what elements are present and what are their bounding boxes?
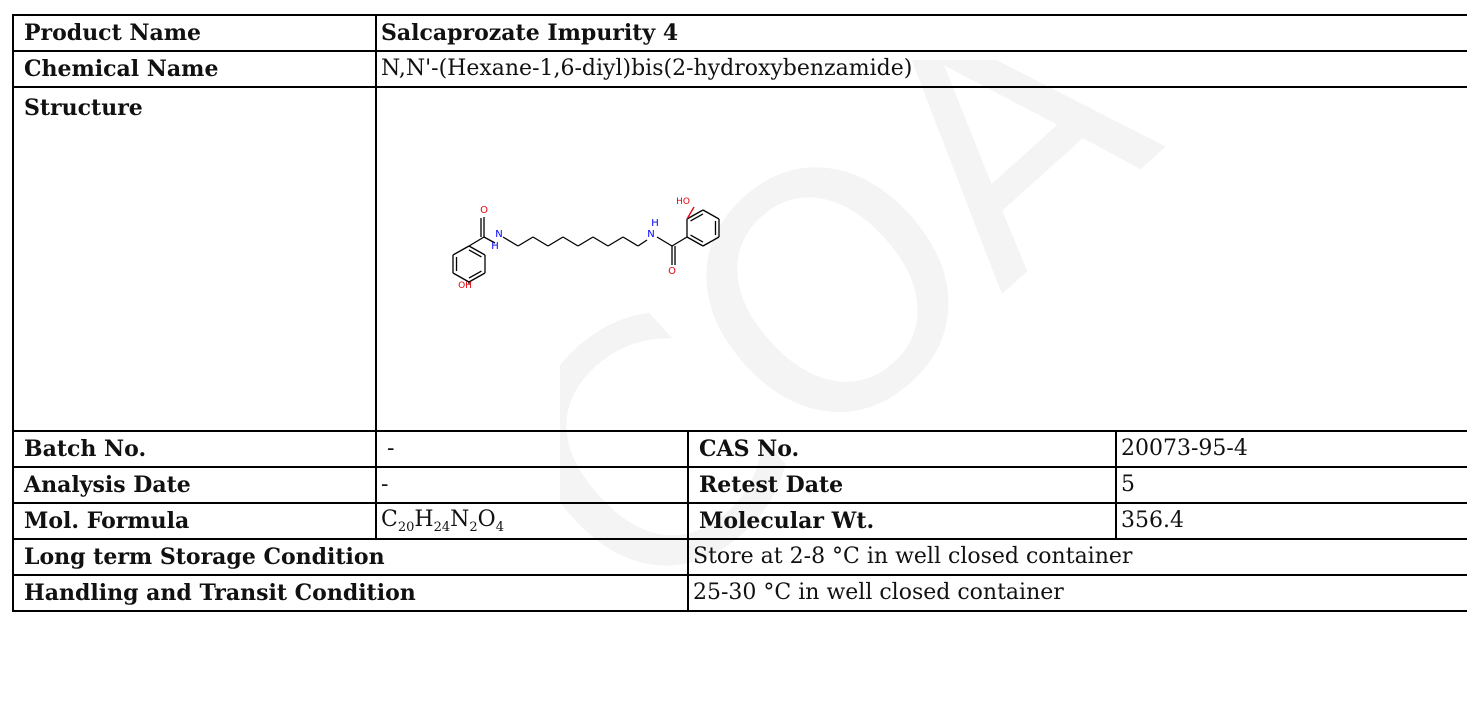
bond <box>702 236 720 247</box>
cas-no-label: CAS No. <box>687 430 1117 468</box>
formula-subscript: 2 <box>469 519 478 535</box>
bond <box>656 236 673 247</box>
formula-subscript: 24 <box>433 519 451 535</box>
bond <box>592 236 609 247</box>
bond <box>686 209 704 220</box>
structure-label: Structure <box>12 86 377 432</box>
structure-bonds <box>452 206 720 284</box>
bond <box>468 249 482 258</box>
atom-n-right: N <box>647 229 654 240</box>
bond <box>547 236 564 247</box>
atom-o-top: O <box>480 205 488 216</box>
molecular-wt-label: Molecular Wt. <box>687 502 1117 540</box>
atom-n-left: N <box>495 229 502 240</box>
row-storage: Long term Storage Condition Store at 2-8… <box>12 538 1467 576</box>
product-name-value: Salcaprozate Impurity 4 <box>374 14 1467 52</box>
bond <box>468 270 482 279</box>
bond <box>562 236 579 247</box>
chemical-name-value: N,N'-(Hexane-1,6-diyl)bis(2-hydroxybenza… <box>374 50 1467 88</box>
retest-date-label: Retest Date <box>687 466 1117 504</box>
bond <box>690 213 704 222</box>
formula-element: H <box>414 506 434 532</box>
row-batch-cas: Batch No. - CAS No. 20073-95-4 <box>12 430 1467 468</box>
row-formula-mw: Mol. Formula C20H24N2O4 Molecular Wt. 35… <box>12 502 1467 540</box>
bond <box>577 236 594 247</box>
bond <box>468 272 486 283</box>
atom-o-bottom: O <box>668 266 676 277</box>
bond <box>671 236 688 247</box>
structure-image: O N H OH HO H N O <box>452 197 720 291</box>
product-name-label: Product Name <box>12 14 377 52</box>
formula-element: O <box>477 506 496 532</box>
mol-formula-value: C20H24N2O4 <box>375 502 689 540</box>
structure-cell: O N H OH HO H N O <box>374 86 1467 432</box>
analysis-date-label: Analysis Date <box>12 466 377 504</box>
bond <box>483 236 496 244</box>
batch-no-value: - <box>375 430 689 468</box>
atom-ho-right: HO <box>676 197 690 207</box>
formula-subscript: 4 <box>495 519 504 535</box>
row-product-name: Product Name Salcaprozate Impurity 4 <box>12 14 1467 52</box>
handling-condition-value: 25-30 °C in well closed container <box>686 574 1467 612</box>
formula-element: N <box>450 506 470 532</box>
bond <box>622 236 639 247</box>
bond <box>686 236 704 247</box>
bond <box>637 239 648 247</box>
retest-date-value: 5 <box>1114 466 1467 504</box>
bond <box>686 206 695 220</box>
bond <box>532 236 549 247</box>
bond <box>702 209 720 220</box>
bond <box>690 234 704 243</box>
row-chemical-name: Chemical Name N,N'-(Hexane-1,6-diyl)bis(… <box>12 50 1467 88</box>
molecular-wt-value: 356.4 <box>1114 502 1467 540</box>
handling-condition-label: Handling and Transit Condition <box>12 574 689 612</box>
bond <box>517 236 534 247</box>
bond <box>607 236 624 247</box>
atom-h-right: H <box>651 218 659 229</box>
bond <box>452 272 470 283</box>
bond <box>452 245 470 256</box>
row-structure: Structure O N H OH HO H N O <box>12 86 1467 432</box>
chemical-name-label: Chemical Name <box>12 50 377 88</box>
cas-no-value: 20073-95-4 <box>1114 430 1467 468</box>
storage-condition-value: Store at 2-8 °C in well closed container <box>686 538 1467 576</box>
batch-no-label: Batch No. <box>12 430 377 468</box>
formula-subscript: 20 <box>397 519 415 535</box>
analysis-date-value: - <box>375 466 689 504</box>
row-handling: Handling and Transit Condition 25-30 °C … <box>12 574 1467 612</box>
atom-oh-left: OH <box>458 281 472 291</box>
mol-formula-label: Mol. Formula <box>12 502 377 540</box>
atom-h-left: H <box>491 241 499 252</box>
row-dates: Analysis Date - Retest Date 5 <box>12 466 1467 504</box>
bond <box>502 236 519 247</box>
product-info-table: Product Name Salcaprozate Impurity 4 Che… <box>12 14 1467 612</box>
bond <box>468 236 485 247</box>
storage-condition-label: Long term Storage Condition <box>12 538 689 576</box>
formula-element: C <box>381 506 398 532</box>
bond <box>468 245 486 256</box>
